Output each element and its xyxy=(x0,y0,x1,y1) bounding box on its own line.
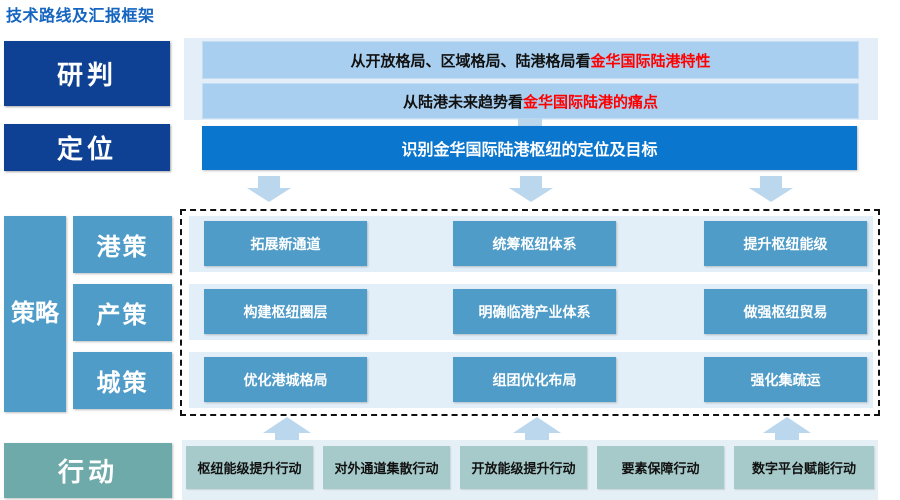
page-title: 技术路线及汇报框架 xyxy=(6,6,155,25)
strategy-card-2-1[interactable]: 构建枢纽圈层 xyxy=(204,289,367,334)
action-card-4[interactable]: 要素保障行动 xyxy=(597,446,724,489)
action-card-1[interactable]: 枢纽能级提升行动 xyxy=(186,446,313,489)
arrow-down-icon-1 xyxy=(246,176,292,203)
arrow-up-icon-1 xyxy=(262,416,312,446)
strategy-dashed-container xyxy=(180,209,880,416)
strategy-card-1-1[interactable]: 拓展新通道 xyxy=(204,221,367,266)
strategy-card-2-3[interactable]: 做强枢纽贸易 xyxy=(704,289,867,334)
action-card-2[interactable]: 对外通道集散行动 xyxy=(323,446,450,489)
strategy-card-3-2[interactable]: 组团优化布局 xyxy=(453,357,616,402)
arrow-down-icon-2 xyxy=(508,176,554,203)
action-card-5[interactable]: 数字平台赋能行动 xyxy=(734,446,874,489)
strategy-card-3-1[interactable]: 优化港城格局 xyxy=(204,357,367,402)
action-card-3[interactable]: 开放能级提升行动 xyxy=(460,446,587,489)
strategy-sublabel-industry: 产策 xyxy=(73,284,172,341)
arrow-up-icon-2 xyxy=(512,416,562,446)
judge-row-2-highlight: 金华国际陆港的痛点 xyxy=(523,92,659,111)
stage-label-strategy: 策略 xyxy=(4,216,66,412)
strategy-sublabel-city: 城策 xyxy=(73,352,172,409)
judge-row-2-lead: 从陆港未来趋势看 xyxy=(402,92,523,111)
judge-row-1-highlight: 金华国际陆港特性 xyxy=(590,51,711,70)
strategy-card-2-2[interactable]: 明确临港产业体系 xyxy=(453,289,616,334)
judge-row-1-lead: 从开放格局、区域格局、陆港格局看 xyxy=(350,51,591,70)
locate-bar: 识别金华国际陆港枢纽的定位及目标 xyxy=(202,126,857,170)
stage-label-action: 行动 xyxy=(4,443,172,498)
judge-row-2: 从陆港未来趋势看金华国际陆港的痛点 xyxy=(202,83,859,119)
arrow-up-icon-3 xyxy=(762,416,812,446)
stage-label-locate: 定位 xyxy=(4,124,170,171)
stage-label-judge: 研判 xyxy=(4,41,170,106)
stage-label-strategy-text: 策略 xyxy=(11,299,59,328)
strategy-card-3-3[interactable]: 强化集疏运 xyxy=(704,357,867,402)
judge-row-1: 从开放格局、区域格局、陆港格局看金华国际陆港特性 xyxy=(202,41,859,79)
arrow-down-icon-3 xyxy=(748,176,794,203)
strategy-card-1-2[interactable]: 统筹枢纽体系 xyxy=(453,221,616,266)
strategy-sublabel-port: 港策 xyxy=(73,216,172,273)
strategy-card-1-3[interactable]: 提升枢纽能级 xyxy=(704,221,867,266)
